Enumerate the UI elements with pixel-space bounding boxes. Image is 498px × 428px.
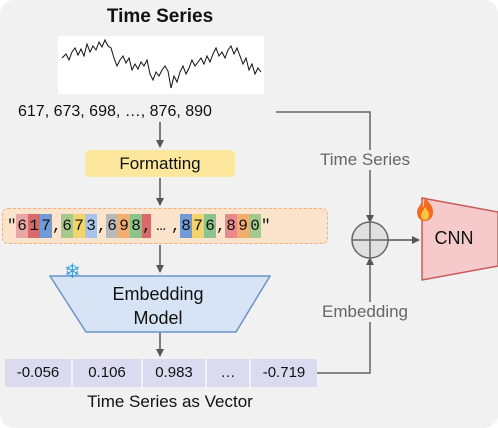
token: … (156, 217, 166, 235)
cnn-label: CNN (434, 228, 474, 248)
token: 6 (61, 214, 73, 238)
cnn-shape (421, 197, 498, 281)
token: 0 (249, 214, 261, 238)
embedding-vector: -0.056 0.106 0.983 … -0.719 (5, 359, 317, 387)
token: 6 (106, 214, 118, 238)
fire-icon (414, 196, 436, 226)
token: 3 (85, 214, 97, 238)
embedding-model-label-line1: Embedding (112, 284, 204, 304)
time-series-plot (58, 36, 264, 94)
snowflake-icon: ❄ (64, 261, 81, 283)
token: , (142, 214, 152, 238)
vector-cell: 0.983 (143, 359, 205, 387)
edge-label-time-series: Time Series (318, 150, 413, 170)
token: 7 (192, 214, 204, 238)
token: 8 (180, 214, 192, 238)
embedding-model-shape (48, 275, 272, 333)
token: 9 (237, 214, 249, 238)
time-series-values: 617, 673, 698, …, 876, 890 (18, 103, 212, 120)
arrow-time-series-to-combiner (276, 111, 374, 223)
formatting-step: Formatting (85, 150, 235, 177)
token: 7 (40, 214, 52, 238)
vector-cell: -0.719 (251, 359, 317, 387)
token: 6 (204, 214, 216, 238)
time-series-sparkline (61, 38, 262, 89)
edge-label-embedding: Embedding (320, 302, 411, 322)
vector-cell: 0.106 (73, 359, 141, 387)
token: 7 (73, 214, 85, 238)
token: 9 (118, 214, 130, 238)
embedding-model-label: Embedding Model (68, 282, 248, 330)
token: , (216, 217, 226, 235)
token: 1 (28, 214, 40, 238)
token: " (261, 217, 271, 235)
vector-cell: … (207, 359, 249, 387)
token: , (171, 217, 181, 235)
token: , (97, 217, 107, 235)
embedding-model-label-line2: Model (133, 308, 183, 328)
diagram-title: Time Series (106, 6, 214, 27)
token: 8 (225, 214, 237, 238)
token: 6 (16, 214, 28, 238)
token: " (7, 217, 17, 235)
token: , (52, 217, 62, 235)
vector-caption: Time Series as Vector (87, 392, 253, 411)
token: 8 (130, 214, 142, 238)
vector-cell: -0.056 (5, 359, 71, 387)
arrow-embedding-to-combiner (316, 257, 374, 374)
